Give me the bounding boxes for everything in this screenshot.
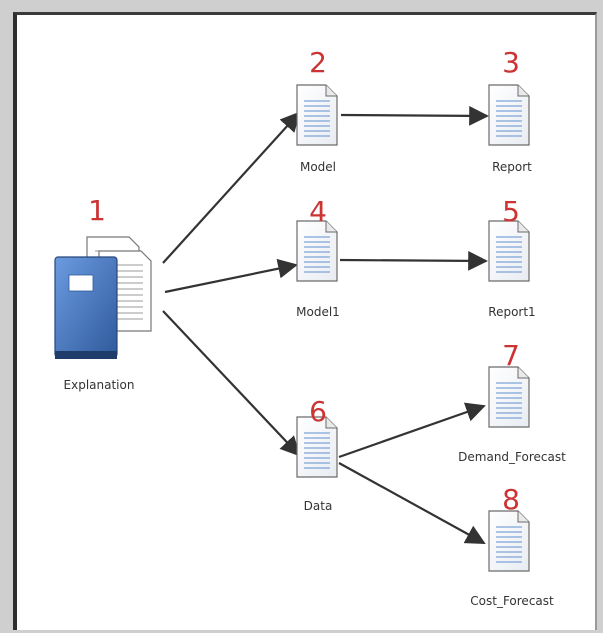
document-icon [488, 366, 530, 428]
node-label: Demand_Forecast [458, 450, 566, 464]
node-label: Cost_Forecast [470, 594, 554, 608]
node-label: Explanation [64, 378, 135, 392]
arrow-explanation-to-model [162, 111, 301, 264]
arrow-data-to-demand_forecast [338, 402, 486, 459]
nodes-layer: 1Explanation2Model3Report4Model15Report1… [54, 46, 566, 608]
node-label: Data [304, 499, 333, 513]
document-icon [296, 220, 338, 282]
node-number: 2 [309, 46, 327, 79]
node-number: 1 [88, 194, 106, 227]
dependency-diagram: 1Explanation2Model3Report4Model15Report1… [54, 46, 566, 608]
node-label: Report1 [488, 305, 535, 319]
folder-with-documents-icon [54, 236, 152, 359]
arrow-model-to-report [340, 105, 489, 126]
node-number: 5 [502, 195, 520, 228]
arrow-model1-to-report1 [339, 250, 488, 271]
node-number: 4 [309, 195, 327, 228]
node-label: Model1 [296, 305, 340, 319]
node-number: 3 [502, 46, 520, 79]
node-number: 7 [502, 339, 520, 372]
arrow-explanation-to-model1 [164, 258, 298, 294]
document-icon [488, 220, 530, 282]
node-number: 8 [502, 483, 520, 516]
arrow-explanation-to-data [162, 310, 301, 457]
document-icon [296, 416, 338, 478]
document-icon [488, 510, 530, 572]
edges-layer [162, 105, 489, 544]
arrow-data-to-cost_forecast [338, 462, 486, 544]
node-label: Model [300, 160, 336, 174]
document-icon [488, 84, 530, 146]
document-icon [296, 84, 338, 146]
node-number: 6 [309, 395, 327, 428]
node-label: Report [492, 160, 532, 174]
